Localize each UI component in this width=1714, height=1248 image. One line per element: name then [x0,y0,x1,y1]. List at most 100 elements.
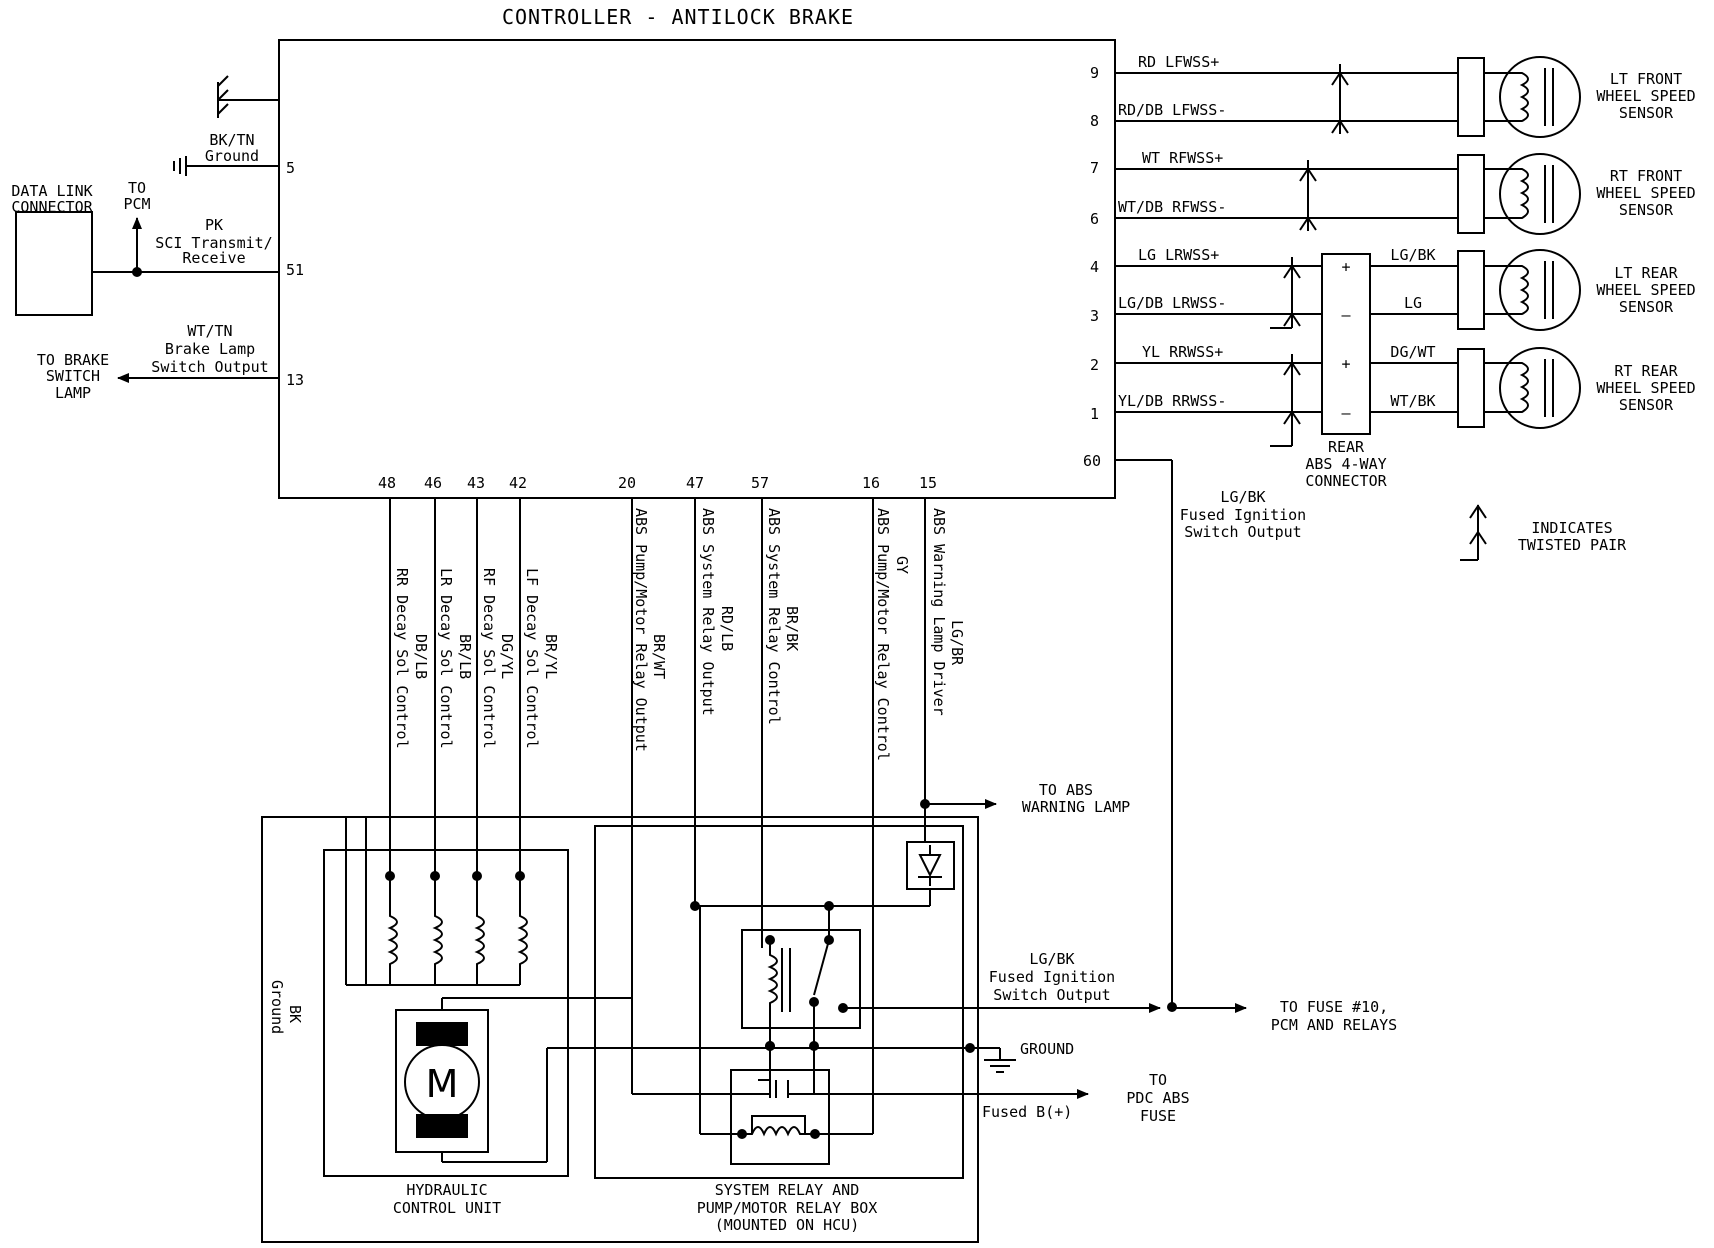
wire-label-rrwss-plus: YL RRWSS+ [1142,343,1223,361]
motor-icon [404,1044,480,1120]
wire48-color: DB/LB [412,634,430,679]
wire48-label: RR Decay Sol Control [393,568,411,749]
solenoid-coils [385,871,528,985]
twisted-pair-icon [1270,354,1301,447]
pin-6: 6 [1090,210,1099,228]
wire47-label: ABS System Relay Output [699,508,717,716]
to-pdc-label-3: FUSE [1140,1107,1176,1125]
to-brake-label-1: TO BRAKE [37,351,109,369]
wire47-color: RD/LB [718,606,736,651]
rt-front-label-3: SENSOR [1619,201,1674,219]
wheel-speed-sensor-rt-front [1457,153,1581,235]
twisted-pair-legend-icon [1460,504,1487,561]
wire20-label: ABS Pump/Motor Relay Output [632,508,650,752]
ground-wire-pin5 [173,156,279,176]
wire42-label: LF Decay Sol Control [523,568,541,749]
wire-label-lfwss-plus: RD LFWSS+ [1138,53,1219,71]
connector-label-1: REAR [1328,438,1365,456]
rt-rear-label-1: RT REAR [1614,362,1678,380]
pin-8: 8 [1090,112,1099,130]
lt-rear-label-3: SENSOR [1619,298,1674,316]
lt-front-label-1: LT FRONT [1610,70,1682,88]
wire57-color: BR/BK [783,606,801,651]
legend-label-2: TWISTED PAIR [1518,536,1627,554]
pin-9: 9 [1090,64,1099,82]
wheel-speed-sensor-lt-front [1457,56,1581,138]
to-abs-lamp-label-1: TO ABS [1039,781,1093,799]
pin-7: 7 [1090,159,1099,177]
sci-wire-color: PK [205,216,223,234]
twisted-pair-icon [1299,160,1317,231]
sci-wire-label-1: SCI Transmit/ [155,234,272,252]
pin-51: 51 [286,261,304,279]
hydraulic-control-unit-box [323,849,569,1177]
to-pcm-label-2: PCM [123,195,150,213]
wire43-color: DG/YL [498,634,516,679]
lower-ign-label-1: Fused Ignition [989,968,1115,986]
relay-box-label-3: (MOUNTED ON HCU) [715,1216,860,1234]
motor-label: M [426,1062,459,1106]
wire57-label: ABS System Relay Control [765,508,783,725]
sci-wire-label-2: Receive [182,249,245,267]
connector-pin-minus: – [1341,404,1351,422]
ground-wire-label: Ground [205,147,259,165]
wire42-color: BR/YL [542,634,560,679]
wire-label-lrwss-plus: LG LRWSS+ [1138,246,1219,264]
motor-brush [416,1022,468,1046]
pin-48: 48 [378,474,396,492]
lt-rear-label-2: WHEEL SPEED [1596,281,1695,299]
pin-13: 13 [286,371,304,389]
to-pdc-label-2: PDC ABS [1126,1089,1189,1107]
hcu-label-2: CONTROL UNIT [393,1199,501,1217]
pin-3: 3 [1090,307,1099,325]
wire20-color: BR/WT [650,634,668,679]
to-fuse-label-2: PCM AND RELAYS [1271,1016,1397,1034]
relay-box-label-2: PUMP/MOTOR RELAY BOX [697,1199,878,1217]
pin-47: 47 [686,474,704,492]
hcu-label-1: HYDRAULIC [406,1181,487,1199]
diode-icon [918,845,942,886]
connector-label-3: CONNECTOR [1305,472,1387,490]
rt-rear-label-2: WHEEL SPEED [1596,379,1695,397]
ground-label: GROUND [1020,1040,1074,1058]
hcu-assembly-box [261,816,979,1243]
to-brake-label-2: SWITCH [46,367,100,385]
twisted-pair-icon [1331,64,1349,134]
rear-wire-lg: LG [1404,294,1422,312]
lt-front-label-2: WHEEL SPEED [1596,87,1695,105]
pin-46: 46 [424,474,442,492]
pin-57: 57 [751,474,769,492]
motor-brush [416,1114,468,1138]
lt-front-label-3: SENSOR [1619,104,1674,122]
pin-60: 60 [1083,452,1101,470]
relay-box-label-1: SYSTEM RELAY AND [715,1181,860,1199]
dlc-label-2: CONNECTOR [11,198,93,216]
pump-motor-relay-box [730,1069,830,1165]
legend-label-1: INDICATES [1531,519,1612,537]
chassis-ground-icon [217,75,279,118]
pin-15: 15 [919,474,937,492]
connector-pin-minus: – [1341,306,1351,324]
wire-label-lfwss-minus: RD/DB LFWSS- [1118,101,1226,119]
lower-ign-color: LG/BK [1029,950,1074,968]
rear-wire-lgbk: LG/BK [1390,246,1435,264]
to-fuse-label-1: TO FUSE #10, [1280,998,1388,1016]
ground-loop-wire [345,816,520,986]
connector-label-2: ABS 4-WAY [1305,455,1386,473]
wire46-label: LR Decay Sol Control [437,568,455,749]
twisted-pair-icon [1270,257,1301,329]
bk-ground-color: BK [286,1005,304,1023]
pin-16: 16 [862,474,880,492]
brake-wire-label-2: Switch Output [151,358,268,376]
relay-box [594,825,964,1179]
wire46-color: BR/LB [456,634,474,679]
rt-rear-label-3: SENSOR [1619,396,1674,414]
ign-wire-label-2: Switch Output [1184,523,1301,541]
bottom-wires [389,498,926,1134]
wire16-color: GY [893,556,911,574]
wheel-speed-sensor-rt-rear [1457,347,1581,429]
to-pdc-label-1: TO [1149,1071,1167,1089]
rear-wire-wtbk: WT/BK [1390,392,1435,410]
wheel-speed-sensor-lt-rear [1457,249,1581,331]
controller-title: CONTROLLER - ANTILOCK BRAKE [502,5,854,29]
